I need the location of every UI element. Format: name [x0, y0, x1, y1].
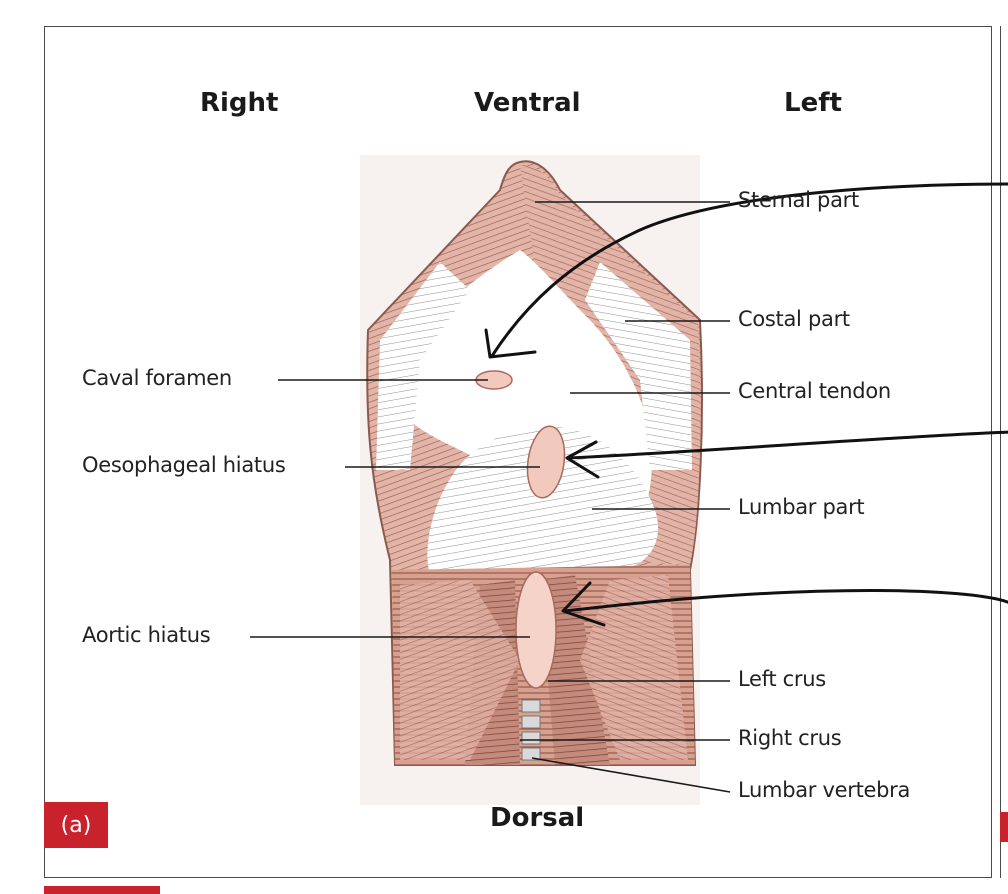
label-right-crus: Right crus — [738, 726, 842, 750]
label-lumbar-part: Lumbar part — [738, 495, 865, 519]
psoas-right — [580, 575, 688, 760]
label-sternal-part: Sternal part — [738, 188, 859, 212]
label-left-crus: Left crus — [738, 667, 826, 691]
costal-fibres-left — [585, 262, 692, 470]
next-panel-badge-edge — [44, 886, 160, 894]
annotation-arrowhead-oesophageal — [565, 440, 600, 479]
label-caval-foramen: Caval foramen — [82, 366, 232, 390]
annotation-arrow-caval — [490, 182, 1008, 358]
annotation-arrowhead-caval — [484, 328, 537, 359]
lumbar-part-fibres — [427, 426, 659, 575]
aortic-hiatus-shape — [515, 571, 557, 689]
orientation-right: Right — [200, 88, 279, 118]
left-crus-muscle — [540, 575, 610, 765]
handdrawn-annotations — [484, 182, 1008, 627]
leader-lines-left — [250, 379, 540, 638]
panel-badge: (a) — [44, 802, 108, 848]
orientation-dorsal: Dorsal — [490, 803, 585, 833]
orientation-ventral: Ventral — [474, 88, 581, 118]
leader-lines-right — [520, 201, 731, 793]
annotation-arrow-aortic — [563, 589, 1008, 613]
oesophageal-hiatus-shape — [526, 425, 566, 499]
costal-fibres-right — [376, 262, 470, 470]
lumbar-vertebra-column — [521, 699, 541, 761]
annotation-arrowhead-aortic — [561, 581, 606, 627]
adjacent-panel-badge — [1000, 812, 1008, 842]
adjacent-panel-edge — [1000, 26, 1008, 878]
label-aortic-hiatus: Aortic hiatus — [82, 623, 211, 647]
annotation-arrow-oesophageal — [566, 430, 1008, 460]
psoas-left — [400, 580, 520, 760]
label-costal-part: Costal part — [738, 307, 850, 331]
label-central-tendon: Central tendon — [738, 379, 891, 403]
label-oesophageal-hiatus: Oesophageal hiatus — [82, 453, 286, 477]
orientation-left: Left — [784, 88, 842, 118]
label-lumbar-vertebra: Lumbar vertebra — [738, 778, 911, 802]
